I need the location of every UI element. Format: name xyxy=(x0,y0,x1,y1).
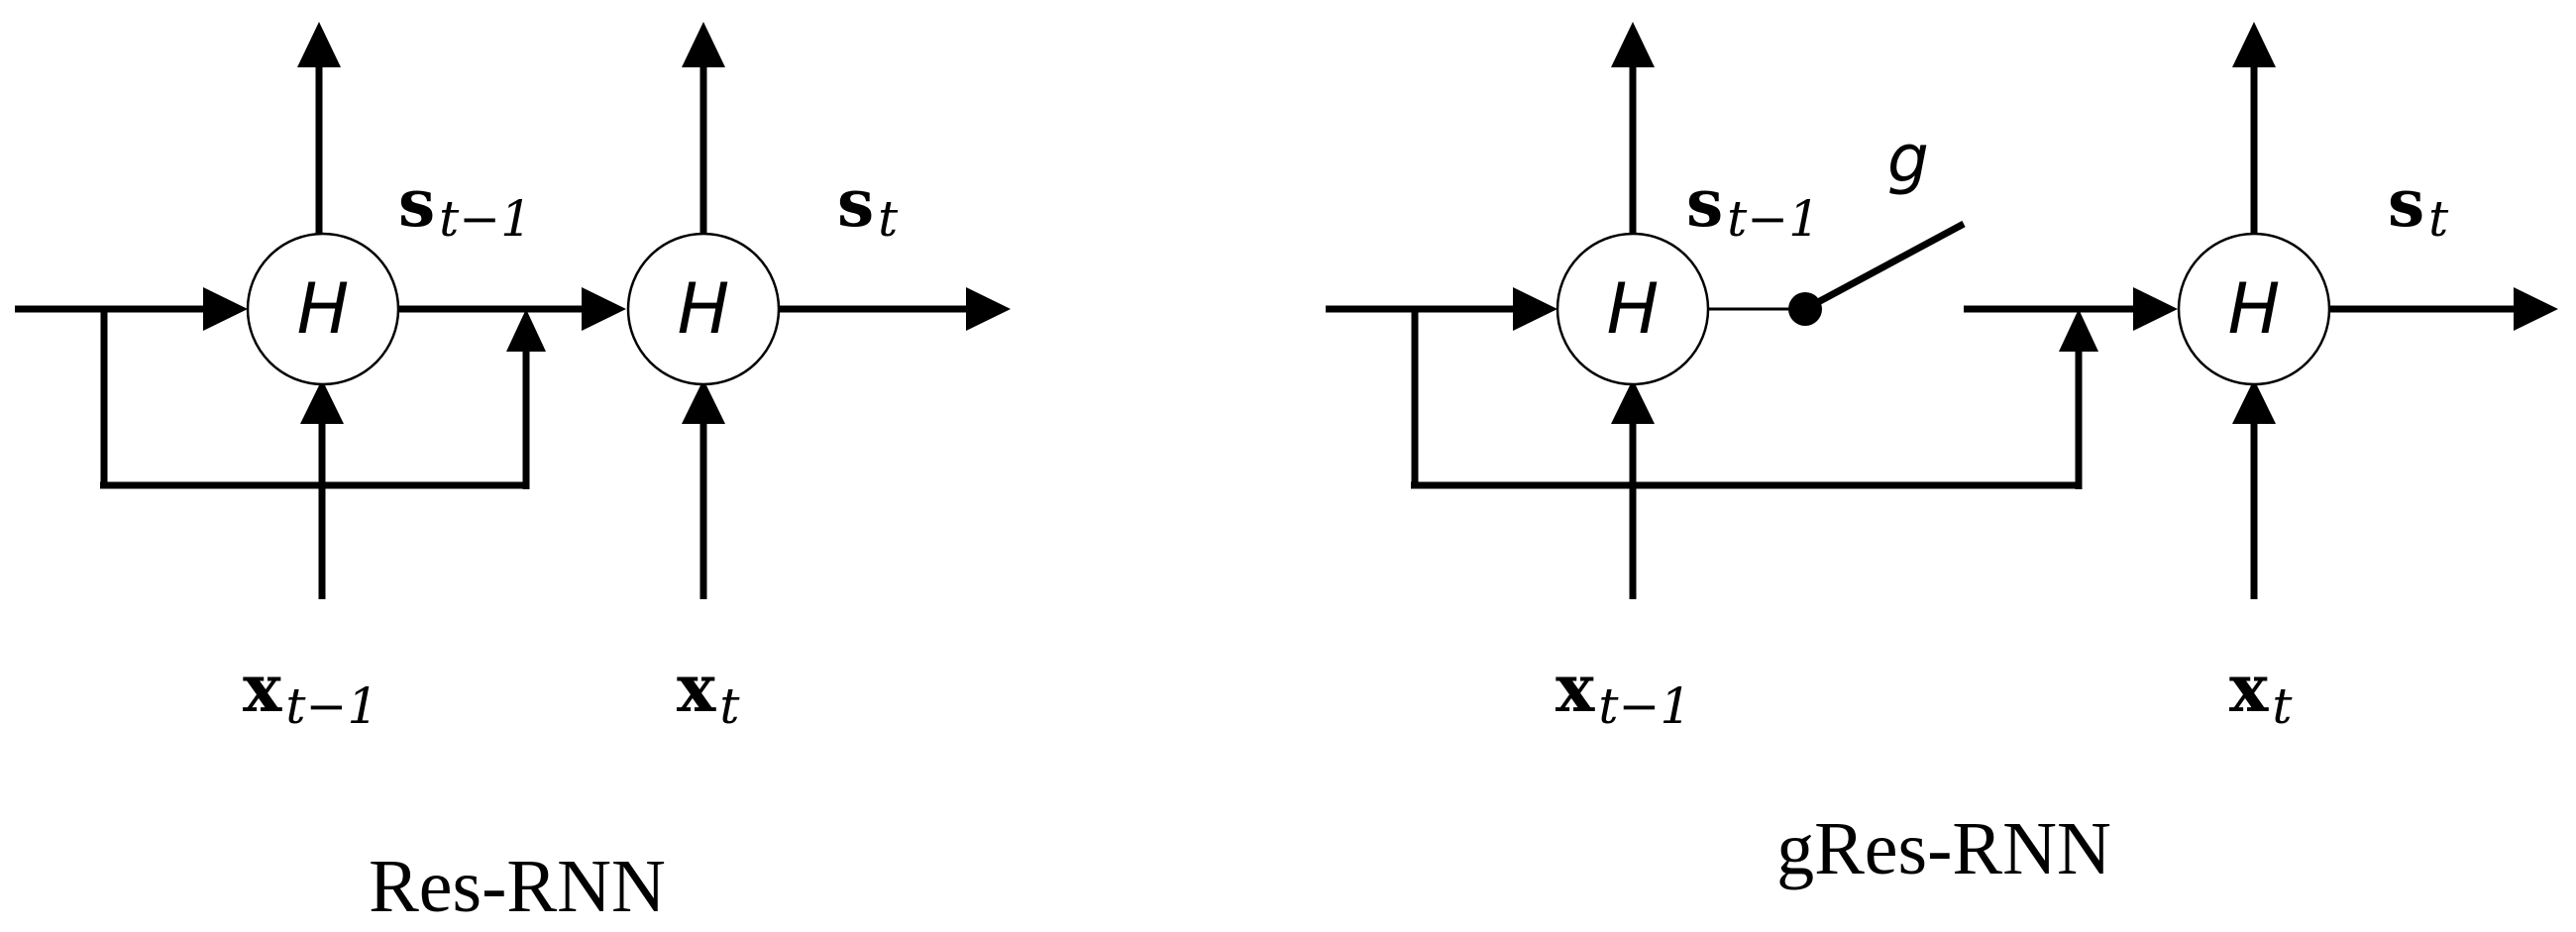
hidden-unit-node xyxy=(246,232,400,386)
hidden-unit-node xyxy=(626,232,781,386)
arrowhead xyxy=(2232,379,2276,424)
input-label-prev: xt−1 xyxy=(243,650,378,735)
arrowhead xyxy=(506,309,546,352)
node-label: H xyxy=(297,268,350,350)
arrowhead xyxy=(2514,287,2558,331)
state-label-cur: st xyxy=(837,164,899,248)
arrowhead xyxy=(2059,309,2098,352)
node-label: H xyxy=(678,268,730,350)
gate-label: g xyxy=(1887,121,1929,197)
arrowhead xyxy=(1611,22,1655,67)
arrowhead xyxy=(2133,287,2178,331)
input-label-cur: xt xyxy=(2229,650,2293,735)
state-label-prev: st−1 xyxy=(1686,164,1820,248)
state-label-prev: st−1 xyxy=(398,164,532,248)
input-label-cur: xt xyxy=(677,650,740,735)
res-rnn-diagram: H H st−1 st xt−1 xt Res-RNN xyxy=(15,22,1011,928)
arrowhead xyxy=(297,22,341,67)
gate-switch xyxy=(1803,220,1966,313)
node-label: H xyxy=(2228,268,2281,350)
hidden-unit-node xyxy=(1556,232,1710,386)
gres-rnn-diagram: g H H st−1 st xyxy=(1326,22,2558,890)
arrowhead xyxy=(582,287,626,331)
arrowhead xyxy=(1513,287,1557,331)
node-label: H xyxy=(1607,268,1660,350)
arrowhead xyxy=(682,22,725,67)
diagram-caption: gRes-RNN xyxy=(1776,807,2111,890)
arrowhead xyxy=(300,379,344,424)
arrowhead xyxy=(203,287,248,331)
state-label-cur: st xyxy=(2388,164,2449,248)
diagram-caption: Res-RNN xyxy=(369,845,666,928)
arrowhead xyxy=(682,379,725,424)
arrowhead xyxy=(966,287,1011,331)
arrowhead xyxy=(1611,379,1655,424)
input-label-prev: xt−1 xyxy=(1556,650,1691,735)
arrowhead xyxy=(2232,22,2276,67)
hidden-unit-node xyxy=(2177,232,2331,386)
